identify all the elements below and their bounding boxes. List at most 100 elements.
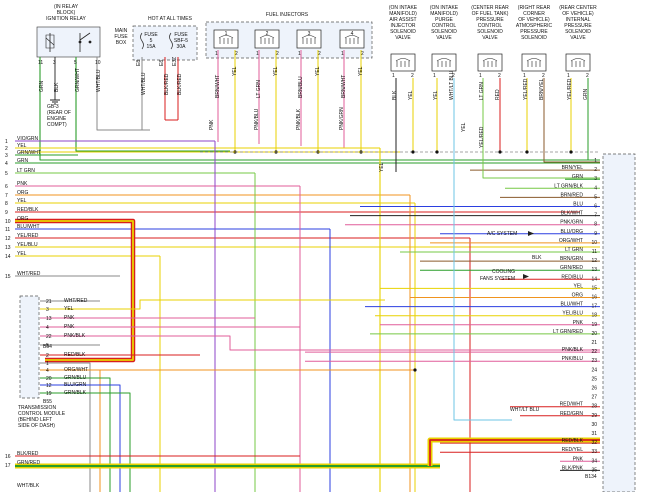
tcm-yel (100, 299, 385, 310)
solenoid-pin: 2 (542, 73, 545, 79)
right-wire-label: BLK/WHT (561, 211, 583, 217)
right-wire-label: PNK (573, 456, 584, 462)
injector-wire-label: BRN/WHT (215, 75, 221, 98)
right-wire-label: PNK/BLU (562, 356, 584, 362)
hot-at-all-times: HOT AT ALL TIMES (148, 16, 193, 22)
solenoid-wire-label: YEL/RED (567, 78, 573, 100)
left-pin: 6 (5, 184, 8, 190)
left-pin: 2 (5, 146, 8, 152)
bottom-pin: 16 (5, 454, 11, 460)
connector-b55: B55 (43, 399, 52, 405)
solenoid-title: VALVE (436, 35, 452, 41)
solenoid-title: (RIGHT REAR (518, 5, 551, 11)
svg-text:CONTROL MODULE: CONTROL MODULE (18, 411, 66, 417)
right-wire-label: BLU (573, 202, 583, 208)
right-wire-label: BRN/GRN (560, 256, 583, 262)
solenoid-pin: 2 (452, 73, 455, 79)
relay-pin: 5 (74, 60, 77, 66)
fuse-wire-label: BLK/RED (164, 73, 170, 95)
tcm-wire-label: GRN/BLU (64, 375, 87, 381)
right-pin: 27 (591, 395, 597, 401)
left-wire-label: ORG (17, 190, 29, 196)
splice-dot (525, 150, 529, 154)
solenoid-pin: 2 (498, 73, 501, 79)
solenoid-title: SOLENOID (521, 35, 547, 41)
relay-wire-label: GRN/WHT (75, 68, 81, 92)
ftp-ltgrn (482, 78, 600, 179)
right-pin: 6 (594, 204, 597, 210)
right-pin: 9 (594, 231, 597, 237)
svg-text:(BEHIND LEFT: (BEHIND LEFT (18, 417, 52, 423)
splice-dot (498, 150, 502, 154)
right-wire-label: RED/BLU (561, 274, 583, 280)
injector-pin: 2 (318, 51, 321, 57)
pcm-module-b134 (602, 153, 636, 492)
splice-dot (569, 150, 573, 154)
relay-label-1: (IN RELAY (54, 4, 79, 10)
right-pin: 7 (594, 213, 597, 219)
right-pin: 2 (594, 167, 597, 173)
fuse-pin: E8 (159, 60, 165, 66)
solenoid-title: CONTROL (432, 23, 457, 29)
mid-wire-label: PNK/BLU (254, 108, 260, 130)
tcm-wire-b (40, 392, 131, 492)
solenoid-pin: 1 (567, 73, 570, 79)
injector-number: 4 (351, 31, 354, 37)
left-wire-label: YEL (17, 198, 27, 204)
injector-pin: 1 (215, 51, 218, 57)
right-pin: 5 (594, 194, 597, 200)
solenoid-wire-label: YEL/RED (523, 78, 529, 100)
solenoid-title: (ON INTAKE (430, 5, 459, 11)
tcm-wire-label: YEL (64, 306, 74, 312)
solenoid-wire-label: YEL (433, 90, 439, 100)
right-wire-label: LT GRN/BLK (554, 183, 583, 189)
tcm-pin: 4 (46, 325, 49, 331)
relay-label-3: IGNITION RELAY (46, 16, 86, 22)
injector-wire-label: LT GRN (256, 80, 262, 98)
tcm-pin: 3 (46, 307, 49, 313)
relay-pin: 3 (53, 60, 56, 66)
injector-wire-label: YEL (358, 66, 364, 76)
svg-text:GB-3: GB-3 (47, 104, 59, 110)
svg-text:ENGINE: ENGINE (47, 116, 67, 122)
left-pin: 5 (5, 171, 8, 177)
right-pin: 16 (591, 295, 597, 301)
solenoid-pin: 1 (523, 73, 526, 79)
relay-pin: 11 (38, 60, 43, 66)
solenoid-title: ATMOSPHERIC (516, 23, 553, 29)
fuse-pin: E8 (136, 60, 142, 66)
tcm-wire-label: WHT/RED (64, 298, 88, 304)
solenoid-title: SOLENOID (390, 29, 416, 35)
svg-text:30A: 30A (177, 44, 187, 50)
right-pin: 34 (591, 458, 597, 464)
right-wire-label: LT GRN (565, 247, 583, 253)
ac-system-label: A/C SYSTEM (487, 231, 517, 237)
right-wire-label: BLK/PNK (562, 465, 584, 471)
svg-text:FUSE: FUSE (174, 32, 188, 38)
left-pin: 10 (5, 219, 11, 225)
solenoid-wire-label: LT GRN (479, 82, 485, 100)
solenoid-title: CONTROL (478, 23, 503, 29)
main-fuse-box-2: FUSE (114, 34, 128, 40)
solenoid-purge: (ON INTAKEMANIFOLD)PURGECONTROLSOLENOIDV… (430, 5, 459, 79)
injector-pin: 1 (298, 51, 301, 57)
mid-wire-label: YEL/RED (479, 126, 485, 148)
solenoid-title: MANIFOLD) (389, 11, 417, 17)
injector-pin: 2 (235, 51, 238, 57)
left-pin: 9 (5, 210, 8, 216)
cooling-arrow-icon (523, 274, 529, 279)
right-pin: 18 (591, 313, 597, 319)
left-wire-label: LT GRN (17, 168, 35, 174)
svg-text:5: 5 (150, 38, 153, 44)
splice-dot (435, 150, 439, 154)
wire-wht-blu (96, 57, 150, 131)
right-pin: 11 (592, 249, 597, 255)
mid-wire-label: PNK/BLK (296, 108, 302, 130)
right-wire-label: RED/GRN (560, 411, 583, 417)
right-pin: 30 (591, 422, 597, 428)
solenoid-pin: 2 (411, 73, 414, 79)
cooling-label-2: FANS SYSTEM (480, 276, 515, 282)
